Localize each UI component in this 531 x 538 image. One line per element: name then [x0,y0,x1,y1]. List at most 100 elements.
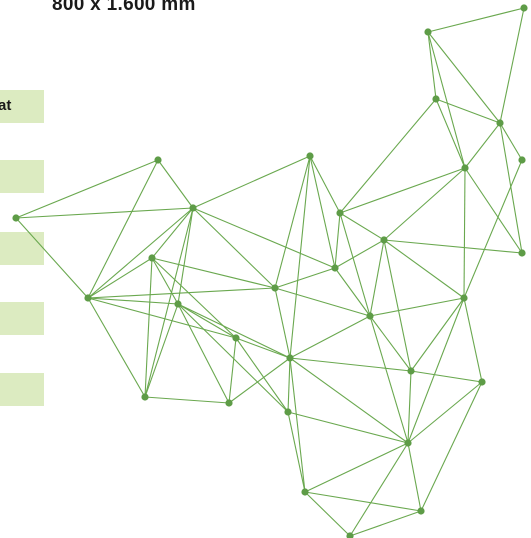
network-node [286,354,294,362]
network-edge [339,212,371,317]
network-edge [427,31,437,100]
network-edge [463,297,483,383]
network-edge [87,287,276,299]
network-node [225,399,233,407]
network-node [478,378,486,386]
network-edge [144,303,179,398]
network-edge [407,442,422,512]
network-node [417,507,425,515]
network-edge [87,297,146,398]
side-tab-5[interactable] [0,373,44,406]
network-node [380,236,388,244]
network-node [284,408,292,416]
network-edge [289,357,412,372]
network-edge [151,207,194,259]
network-edge [289,357,306,493]
network-edge [15,159,159,219]
network-node [174,300,182,308]
side-tab-label: at [0,97,12,114]
network-node [154,156,162,164]
network-edge [383,239,523,254]
network-edge [235,337,289,413]
network-edge [274,287,291,359]
network-edge [383,239,465,299]
network-edge [144,396,230,404]
network-node [496,119,504,127]
network-edge [463,159,523,299]
network-edge [369,315,412,372]
network-edge [499,122,523,161]
side-tab-2[interactable] [0,160,44,193]
network-node [148,254,156,262]
network-edge [349,442,409,537]
network-node [232,334,240,342]
size-label: 800 x 1.600 mm [52,0,196,15]
network-edge [304,491,351,537]
network-edge [309,155,336,269]
network-edge [435,98,466,169]
network-edge [410,370,483,383]
network-edge [339,98,437,214]
network-edge [304,442,409,493]
side-tab-4[interactable] [0,302,44,335]
network-edge [427,7,525,33]
network-edge [383,239,412,372]
network-node [520,4,528,12]
network-node [366,312,374,320]
network-edge [464,167,523,254]
network-edge [287,411,409,444]
network-edge [151,257,179,305]
side-tab-1[interactable]: at [0,90,44,123]
network-edge [192,155,311,209]
network-node [306,152,314,160]
network-edge [87,257,153,299]
network-edge [289,315,371,359]
network-edge [235,337,291,359]
network-node [12,214,20,222]
network-edge [289,357,409,444]
network-edge [499,7,525,124]
network-node [141,393,149,401]
network-edge [144,207,194,398]
network-edge [228,357,291,404]
network-node [407,367,415,375]
network-node [336,209,344,217]
network-node [518,156,526,164]
network-edge [192,207,276,289]
network-node [301,488,309,496]
network-edge [407,297,465,444]
network-edge [177,303,237,339]
network-edge [410,297,465,372]
network-edge [228,337,237,404]
network-edge [87,297,179,305]
network-edge [383,167,466,241]
network-edge [157,159,194,209]
network-edge [349,510,422,537]
network-edge [274,267,336,289]
network-edge [334,212,341,269]
network-node [189,204,197,212]
network-edge [192,207,336,269]
network-edge [87,297,237,339]
network-edge [435,98,501,124]
network-edge [87,159,159,299]
network-node [271,284,279,292]
network-edge [87,207,194,299]
network-node [331,264,339,272]
network-edge [427,31,501,124]
network-edge [339,167,466,214]
network-node [84,294,92,302]
network-node [461,164,469,172]
network-edge [287,411,306,493]
network-node [432,95,440,103]
network-node [404,439,412,447]
network-edge [287,357,291,413]
network-edge [499,122,523,254]
network-node [518,249,526,257]
side-tab-3[interactable] [0,232,44,265]
network-edge [334,267,371,317]
network-node [424,28,432,36]
network-node [346,532,354,538]
network-edge [407,370,412,444]
